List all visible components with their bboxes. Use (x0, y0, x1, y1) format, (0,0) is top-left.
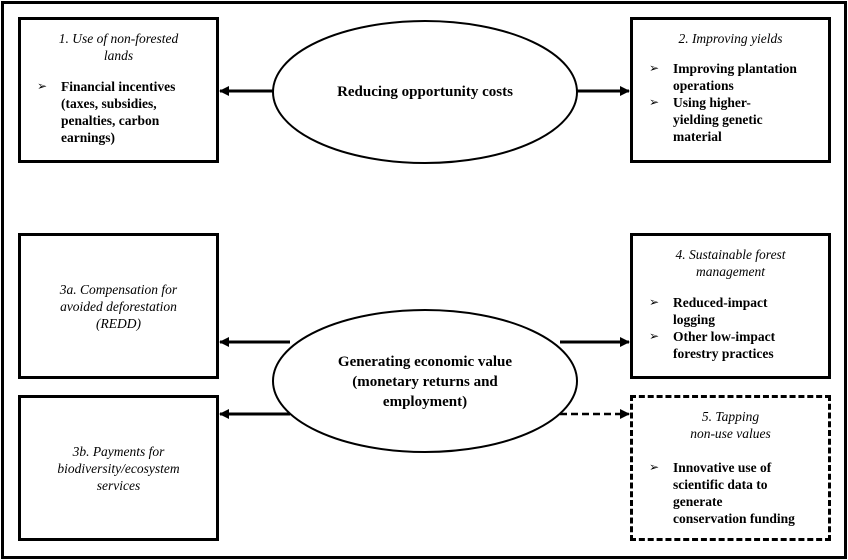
box-payments-biodiversity-ecosystem: 3b. Payments for biodiversity/ecosystem … (18, 395, 219, 541)
bullet-text: (taxes, subsidies, (61, 96, 157, 111)
bullet-arrow-icon: ➢ (649, 95, 660, 109)
bullet-text: conservation funding (673, 511, 795, 526)
box1-title-line-1: 1. Use of non-forested (58, 31, 179, 46)
box2-bullets: ➢ Improving plantation operations ➢ Usin… (641, 60, 820, 145)
bullet-text: logging (673, 312, 716, 327)
box4-title-line-1: 4. Sustainable forest (675, 247, 786, 262)
box1-title-line-2: lands (103, 48, 134, 63)
box5-bullet-1: ➢ Innovative use of scientific data to g… (641, 459, 820, 527)
bullet-arrow-icon: ➢ (649, 295, 660, 309)
box3b-title-line-2: biodiversity/ecosystem (57, 460, 180, 476)
box5-title-line-2: non-use values (690, 426, 771, 441)
box5-title-line-1: 5. Tapping (701, 409, 760, 424)
bullet-arrow-icon: ➢ (649, 460, 660, 474)
box4-title-line-2: management (696, 264, 765, 279)
bullet-arrow-icon: ➢ (649, 329, 660, 343)
box4-bullets: ➢ Reduced-impact logging ➢ Other low-imp… (641, 294, 820, 362)
generating-value-line-2: (monetary returns and (352, 374, 498, 390)
bullet-text: Other low-impact (673, 329, 776, 344)
box2-title-line-1: 2. Improving yields (678, 31, 783, 46)
box3a-title-line-3: (REDD) (96, 315, 141, 331)
box5-title: 5. Tapping non-use values (641, 408, 820, 442)
box3a-title-line-2: avoided deforestation (60, 298, 177, 314)
box-sustainable-forest-management: 4. Sustainable forest management ➢ Reduc… (630, 233, 831, 379)
oval-generating-economic-value (272, 309, 578, 453)
bullet-text: Reduced-impact (673, 295, 768, 310)
bullet-text: scientific data to (673, 477, 768, 492)
box-improving-yields: 2. Improving yields ➢ Improving plantati… (630, 17, 831, 163)
box2-bullet-2: ➢ Using higher- yielding genetic materia… (641, 94, 820, 145)
bullet-arrow-icon: ➢ (37, 79, 48, 93)
box1-bullet-1: ➢ Financial incentives (taxes, subsidies… (29, 78, 208, 146)
box2-title: 2. Improving yields (641, 30, 820, 47)
box3a-title-line-1: 3a. Compensation for (59, 281, 178, 297)
box-compensation-avoided-deforestation: 3a. Compensation for avoided deforestati… (18, 233, 219, 379)
box4-bullet-2: ➢ Other low-impact forestry practices (641, 328, 820, 362)
box3b-title: 3b. Payments for biodiversity/ecosystem … (57, 443, 179, 494)
reducing-opportunity-costs-label: Reducing opportunity costs (337, 84, 513, 100)
bullet-arrow-icon: ➢ (649, 61, 660, 75)
bullet-text: Financial incentives (61, 79, 176, 94)
box-use-of-non-forested-lands: 1. Use of non-forested lands ➢ Financial… (18, 17, 219, 163)
bullet-text: yielding genetic (673, 112, 763, 127)
box1-bullets: ➢ Financial incentives (taxes, subsidies… (29, 78, 208, 146)
bullet-text: forestry practices (673, 346, 774, 361)
oval-label-bottom: Generating economic value (monetary retu… (273, 352, 577, 412)
box4-title: 4. Sustainable forest management (641, 246, 820, 280)
box-tapping-non-use-values: 5. Tapping non-use values ➢ Innovative u… (630, 395, 831, 541)
box3b-title-line-3: services (96, 477, 141, 493)
bullet-text: generate (673, 494, 723, 509)
bullet-text: Using higher- (673, 95, 751, 110)
box3b-title-line-1: 3b. Payments for (72, 443, 165, 459)
bullet-text: Innovative use of (673, 460, 772, 475)
box4-bullet-1: ➢ Reduced-impact logging (641, 294, 820, 328)
generating-value-line-1: Generating economic value (337, 354, 513, 370)
generating-value-line-3: employment) (382, 394, 468, 410)
bullet-text: earnings) (61, 130, 115, 145)
bullet-text: material (673, 129, 722, 144)
box3a-title: 3a. Compensation for avoided deforestati… (60, 281, 177, 332)
bullet-text: operations (673, 78, 734, 93)
box2-bullet-1: ➢ Improving plantation operations (641, 60, 820, 94)
box1-title: 1. Use of non-forested lands (29, 30, 208, 64)
bullet-text: Improving plantation (673, 61, 797, 76)
box5-bullets: ➢ Innovative use of scientific data to g… (641, 459, 820, 527)
bullet-text: penalties, carbon (61, 113, 160, 128)
oval-label-top: Reducing opportunity costs (273, 72, 577, 112)
